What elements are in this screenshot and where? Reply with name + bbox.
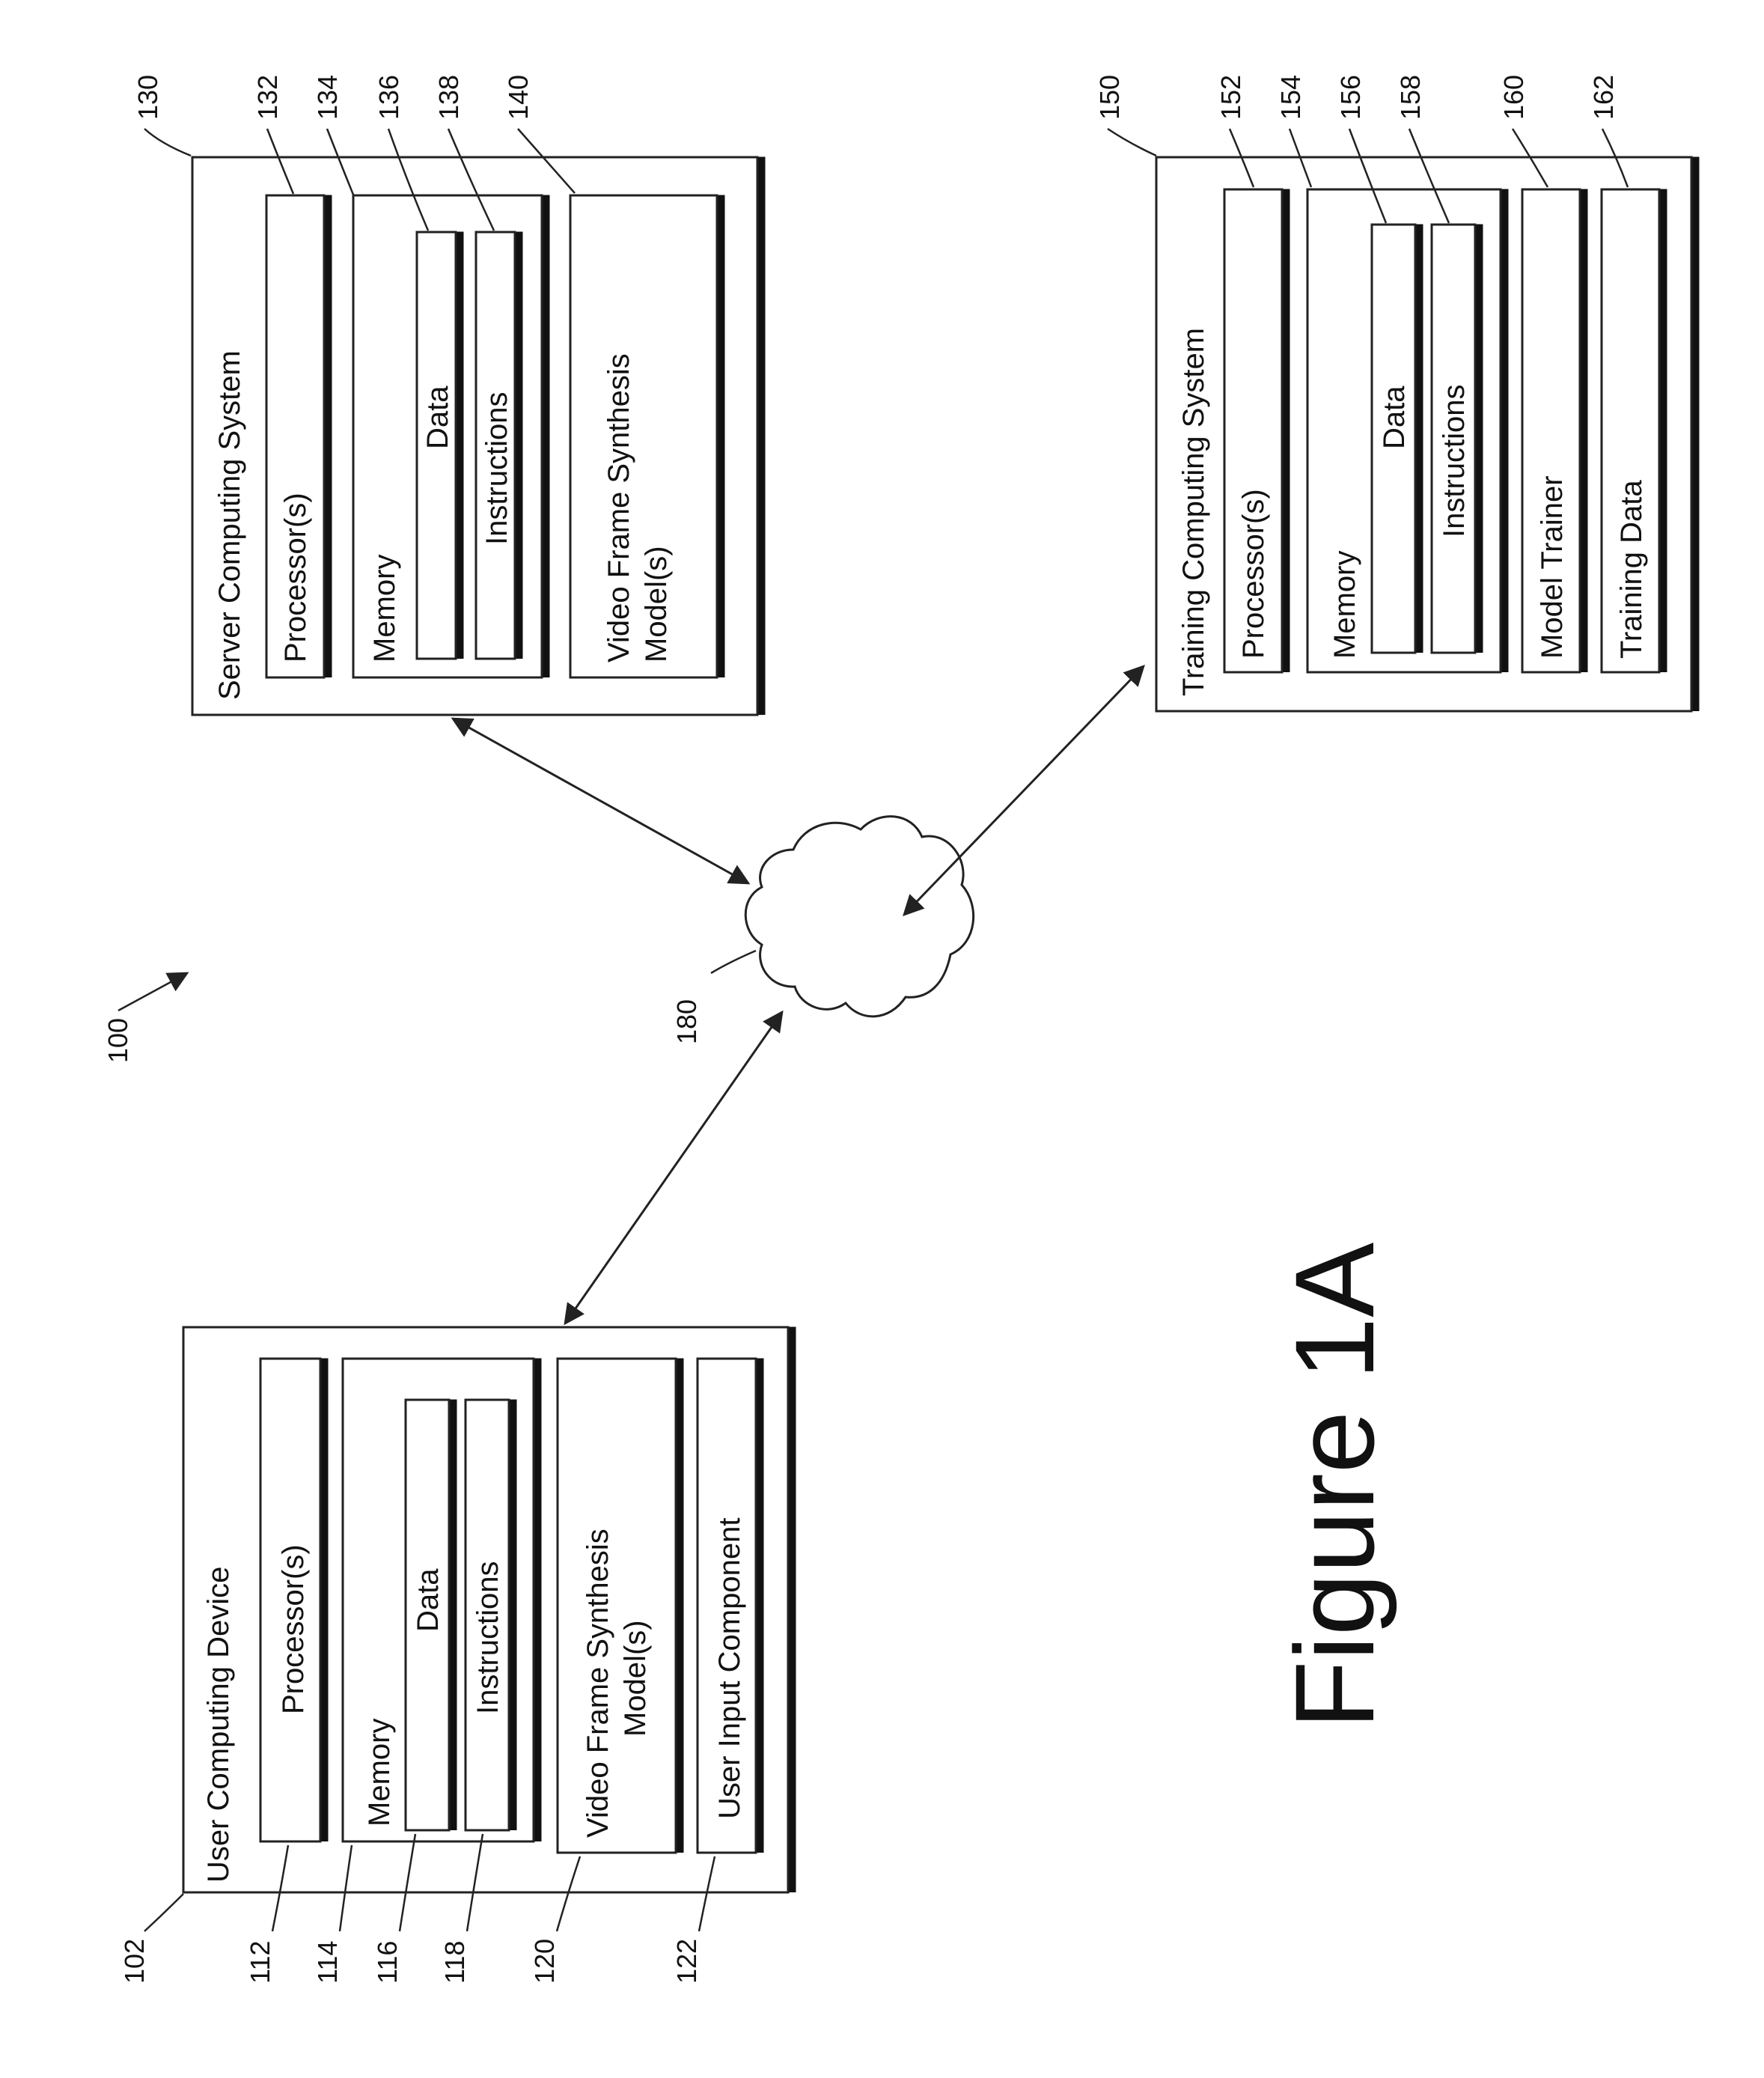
ref-162: 162 (1588, 75, 1619, 120)
lead-180 (711, 951, 756, 973)
ref-100: 100 (103, 1018, 133, 1063)
ref-154: 154 (1275, 75, 1306, 120)
server-models-line2: Model(s) (640, 546, 673, 662)
user-models-box (558, 1359, 676, 1853)
lead-150 (1108, 129, 1156, 156)
user-device-title: User Computing Device (202, 1567, 235, 1883)
training-title: Training Computing System (1177, 328, 1210, 696)
server-processor-label: Processor(s) (279, 493, 312, 662)
ref-130: 130 (132, 75, 163, 120)
lead-100 (118, 973, 187, 1011)
training-network-connection (904, 666, 1144, 915)
server-data-label: Data (421, 386, 454, 449)
model-trainer-label: Model Trainer (1536, 475, 1569, 659)
ref-180: 180 (671, 999, 702, 1044)
ref-114: 114 (312, 1941, 343, 1984)
server-title: Server Computing System (213, 350, 246, 700)
ref-134: 134 (312, 75, 343, 120)
ref-118: 118 (439, 1941, 470, 1984)
user-models-line2: Model(s) (619, 1620, 652, 1737)
training-computing-system: Training Computing System Processor(s) M… (1094, 75, 1695, 711)
training-processor-label: Processor(s) (1237, 489, 1270, 659)
ref-136: 136 (373, 75, 404, 120)
lead-102 (144, 1894, 183, 1931)
ref-140: 140 (503, 75, 534, 120)
server-network-connection (453, 719, 748, 883)
ref-156: 156 (1335, 75, 1366, 120)
ref-122: 122 (671, 1939, 702, 1984)
network-cloud (745, 817, 973, 1017)
figure-label: Figure 1A (1272, 1243, 1397, 1729)
ref-150: 150 (1094, 75, 1125, 120)
server-computing-system: Server Computing System Processor(s) Mem… (132, 75, 761, 715)
training-memory-label: Memory (1328, 551, 1361, 659)
user-models-line1: Video Frame Synthesis (582, 1529, 614, 1838)
lead-130 (144, 129, 191, 156)
network: 180 (671, 817, 974, 1044)
ref-120: 120 (529, 1939, 560, 1984)
server-models-line1: Video Frame Synthesis (602, 353, 635, 662)
user-memory-label: Memory (363, 1719, 396, 1826)
training-data-store-label: Training Data (1615, 480, 1648, 659)
user-computing-device: User Computing Device Processor(s) Memor… (119, 1327, 792, 1984)
user-instructions-label: Instructions (471, 1561, 504, 1714)
training-instructions-label: Instructions (1438, 384, 1471, 537)
user-data-label: Data (412, 1568, 445, 1632)
ref-158: 158 (1395, 75, 1426, 120)
ref-102: 102 (119, 1939, 150, 1984)
user-input-label: User Input Component (713, 1518, 746, 1819)
ref-160: 160 (1498, 75, 1529, 120)
server-instructions-label: Instructions (480, 391, 513, 545)
training-data-label: Data (1378, 386, 1411, 449)
ref-138: 138 (433, 75, 464, 120)
user-network-connection (565, 1012, 782, 1323)
ref-116: 116 (372, 1941, 403, 1984)
server-memory-label: Memory (368, 555, 401, 662)
ref-112: 112 (245, 1941, 275, 1984)
user-processor-label: Processor(s) (277, 1544, 310, 1714)
ref-132: 132 (252, 75, 283, 120)
ref-152: 152 (1215, 75, 1246, 120)
